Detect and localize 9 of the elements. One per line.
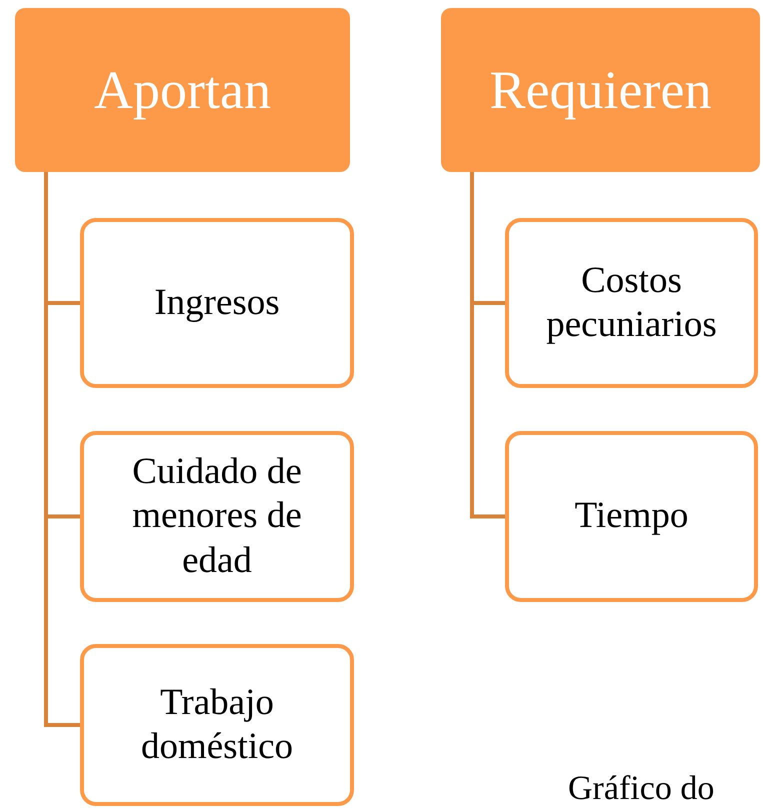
- connector-line: [470, 172, 505, 518]
- item-box: Cuidado de menores de edad: [80, 431, 354, 602]
- item-box: Tiempo: [505, 431, 758, 602]
- caption-text: Gráfico do: [568, 770, 714, 808]
- header-box: Aportan: [15, 8, 350, 172]
- item-box: Costos pecuniarios: [505, 218, 758, 388]
- item-box: Ingresos: [80, 218, 354, 388]
- item-box: Trabajo doméstico: [80, 644, 354, 806]
- header-box: Requieren: [441, 8, 760, 172]
